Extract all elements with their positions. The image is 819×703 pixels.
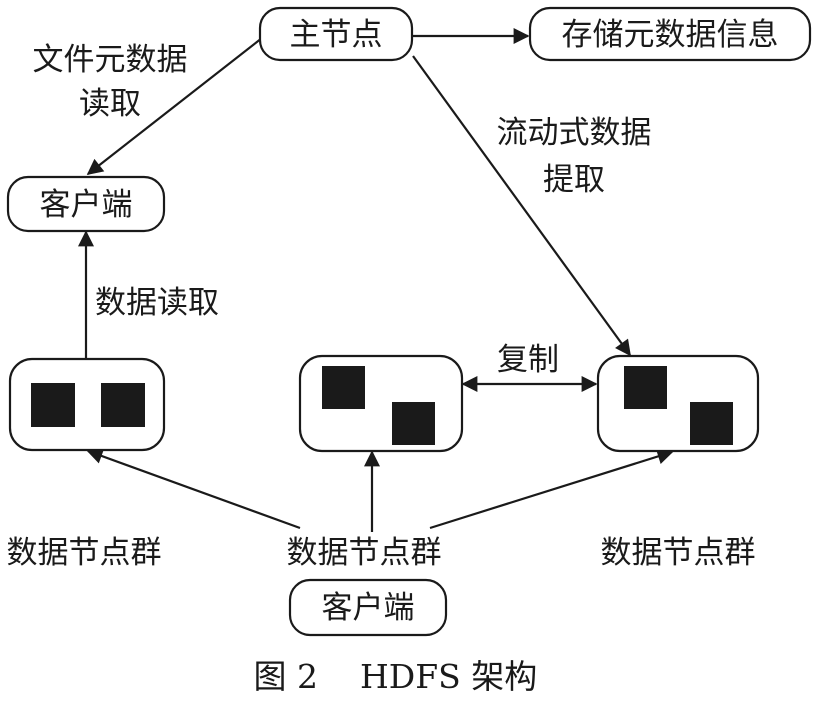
client-node-bottom: 客户端 (288, 578, 448, 637)
client-bottom-label: 客户端 (322, 590, 415, 626)
file-metadata-read-label-line2: 读取 (79, 86, 141, 122)
metadata-store-node: 存储元数据信息 (528, 6, 812, 62)
arrow-to-right-cluster (429, 448, 674, 530)
data-node-group-label-middle: 数据节点群 (287, 535, 442, 571)
data-block-icon (690, 402, 733, 445)
file-metadata-read-label-line1: 文件元数据 (33, 42, 188, 78)
data-node-cluster-middle (298, 354, 464, 453)
figure-caption-text: HDFS 架构 (360, 657, 537, 696)
master-node: 主节点 (258, 6, 414, 62)
data-read-label: 数据读取 (95, 285, 219, 321)
data-node-cluster-right (596, 354, 760, 453)
streaming-read-label-line1: 流动式数据 (497, 115, 652, 151)
data-block-icon (101, 383, 145, 427)
data-node-group-label-left: 数据节点群 (7, 535, 162, 571)
data-block-icon (392, 402, 435, 445)
replication-label: 复制 (497, 342, 559, 378)
data-block-icon (624, 366, 667, 409)
arrow-to-left-cluster (86, 448, 301, 530)
client-node-top: 客户端 (6, 175, 166, 233)
data-block-icon (31, 383, 75, 427)
client-top-label: 客户端 (40, 187, 133, 223)
data-block-icon (322, 366, 365, 409)
streaming-read-label-line2: 提取 (543, 162, 605, 198)
arrow-master-to-client (86, 37, 263, 175)
metadata-store-label: 存储元数据信息 (562, 17, 779, 53)
data-node-cluster-left (8, 357, 166, 452)
arrow-master-to-right-cluster (412, 55, 631, 357)
master-node-label: 主节点 (290, 17, 383, 53)
data-node-group-label-right: 数据节点群 (601, 535, 756, 571)
figure-caption-number: 图 2 (254, 657, 319, 696)
